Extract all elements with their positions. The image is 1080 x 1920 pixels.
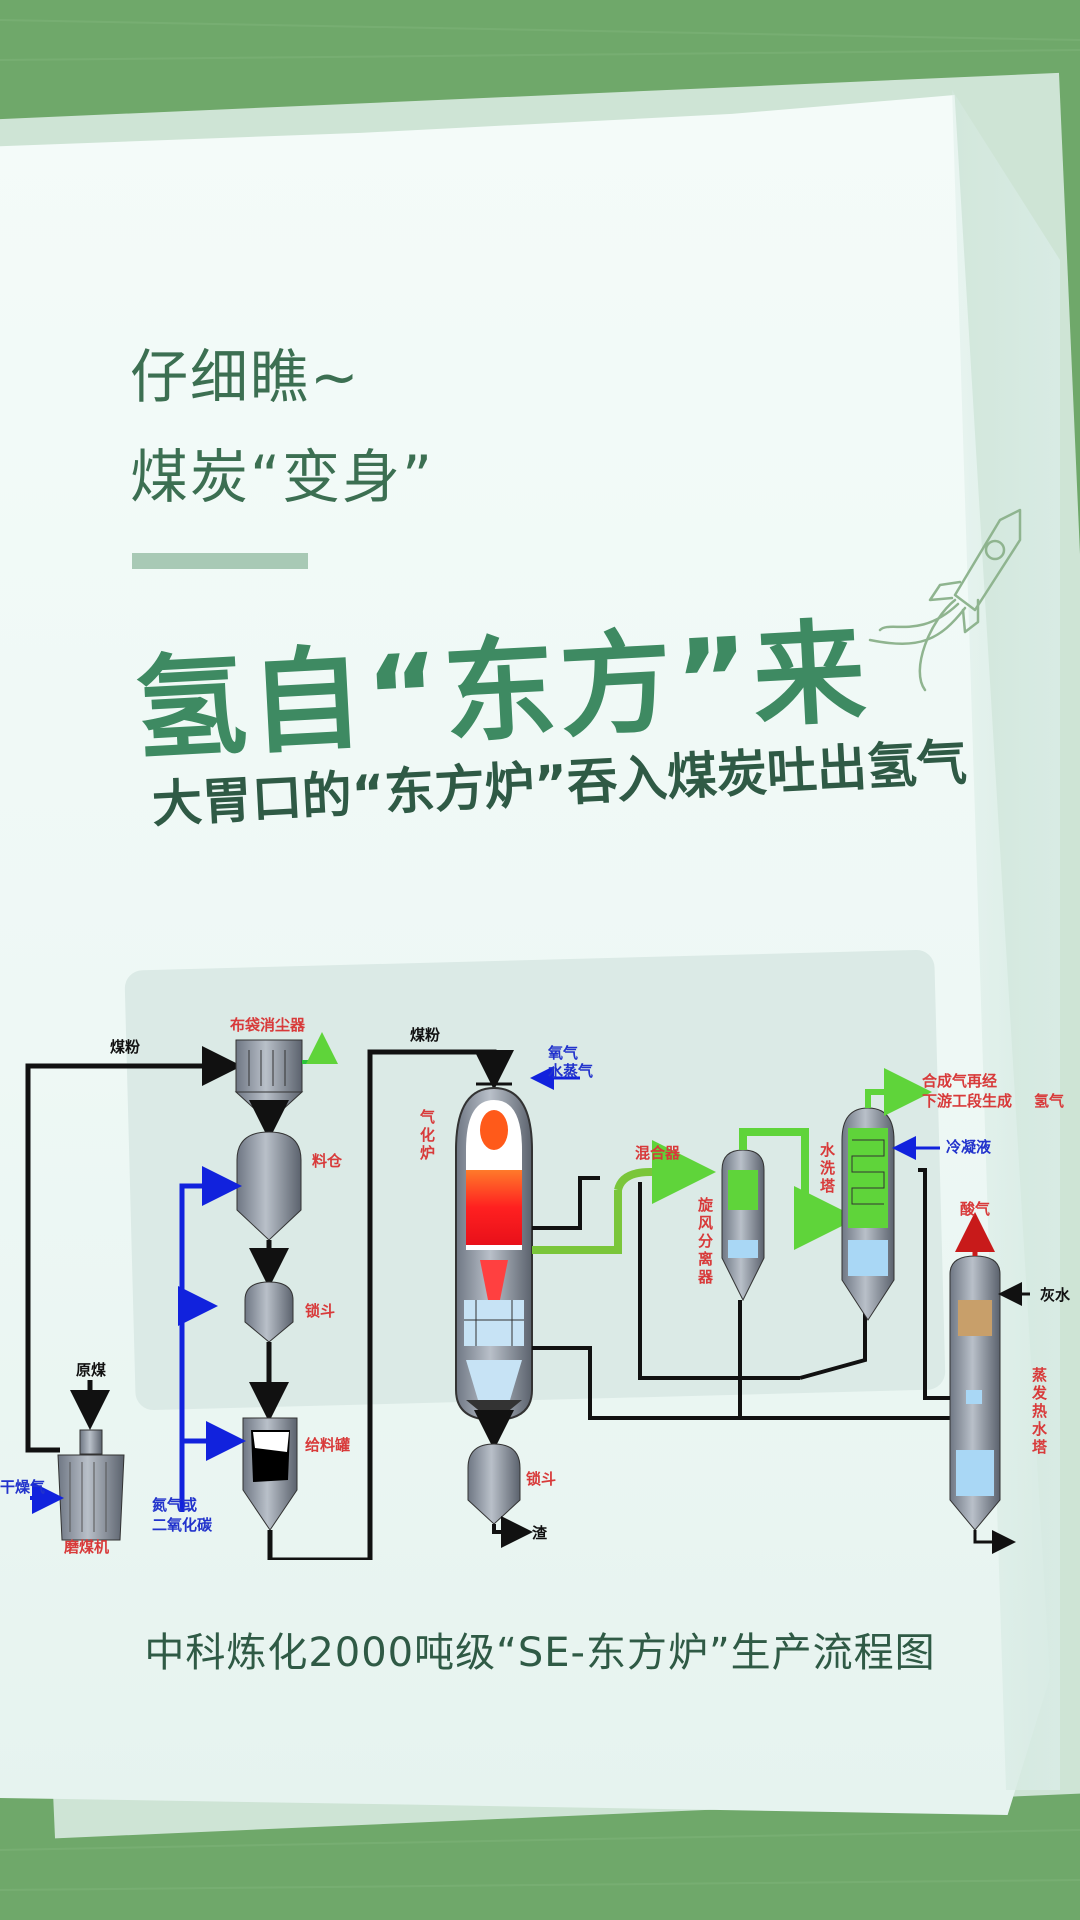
label-coal-powder-2: 煤粉: [410, 1026, 440, 1044]
coal-bin: [236, 1131, 302, 1241]
label-inert-gas-2: 二氧化碳: [152, 1516, 213, 1534]
label-cyclone-4: 离: [698, 1250, 713, 1268]
water-scrubber: [841, 1068, 940, 1321]
label-gasifier-2: 化: [420, 1126, 435, 1144]
label-scrubber-2: 洗: [820, 1159, 835, 1177]
gasifier: [455, 1066, 580, 1422]
label-evap-1: 蒸: [1032, 1366, 1047, 1384]
label-cyclone-3: 分: [698, 1232, 713, 1250]
label-bin: 料仓: [312, 1152, 343, 1170]
label-oxygen: 氧气: [547, 1044, 578, 1062]
lock-hopper-2: [467, 1443, 521, 1525]
label-gasifier-1: 气: [419, 1108, 435, 1126]
label-scrubber-3: 塔: [820, 1177, 836, 1195]
process-flow-diagram: 煤粉 布袋消尘器 料仓 锁斗 给料罐 氮气或 二氧化碳 煤粉: [0, 1016, 1071, 1560]
label-gasifier-3: 炉: [420, 1144, 435, 1162]
label-inert-gas-1: 氮气或: [152, 1496, 197, 1514]
label-evap-4: 水: [1032, 1420, 1048, 1438]
label-slag: 渣: [532, 1524, 548, 1542]
feed-tank: [242, 1417, 298, 1531]
label-evap-5: 塔: [1032, 1438, 1048, 1456]
label-condensate: 冷凝液: [946, 1138, 992, 1156]
label-mixer: 混合器: [635, 1144, 681, 1162]
cyclone-separator: [721, 1149, 765, 1302]
label-evap-3: 热: [1032, 1402, 1047, 1420]
coal-mill: [30, 1380, 125, 1541]
label-cyclone-1: 旋: [697, 1196, 714, 1214]
label-scrubber-1: 水: [820, 1141, 836, 1159]
label-lock-hopper-1: 锁斗: [305, 1302, 335, 1320]
bag-filter: [234, 1032, 338, 1113]
diagram-caption: 中科炼化2000吨级“SE-东方炉”生产流程图: [144, 1630, 936, 1676]
label-evap-2: 发: [1031, 1384, 1048, 1402]
label-feed-tank: 给料罐: [305, 1436, 350, 1454]
intro-line-1: 仔细瞧~: [130, 343, 361, 411]
label-lock-hopper-2: 锁斗: [526, 1470, 556, 1488]
label-acid-gas: 酸气: [960, 1200, 990, 1218]
rocket-icon: [868, 508, 1022, 692]
evaporation-tower: [918, 1168, 1030, 1554]
label-bag-filter: 布袋消尘器: [230, 1016, 306, 1034]
label-dry-gas: 干燥气: [0, 1478, 45, 1496]
label-syngas-1: 合成气再经: [921, 1072, 997, 1090]
divider-bar: [132, 553, 308, 569]
label-gray-water: 灰水: [1040, 1286, 1071, 1304]
label-raw-coal: 原煤: [76, 1361, 106, 1379]
lock-hopper-1: [244, 1281, 294, 1343]
label-cyclone-2: 风: [698, 1214, 713, 1232]
label-steam: 水蒸气: [548, 1062, 593, 1080]
label-coal-mill: 磨煤机: [63, 1538, 109, 1556]
label-cyclone-5: 器: [697, 1268, 714, 1286]
label-syngas-2b: 氢气: [1034, 1092, 1064, 1110]
label-coal-powder-1: 煤粉: [110, 1038, 140, 1056]
intro-line-2: 煤炭“变身”: [130, 443, 435, 511]
label-syngas-2a: 下游工段生成: [922, 1092, 1012, 1110]
